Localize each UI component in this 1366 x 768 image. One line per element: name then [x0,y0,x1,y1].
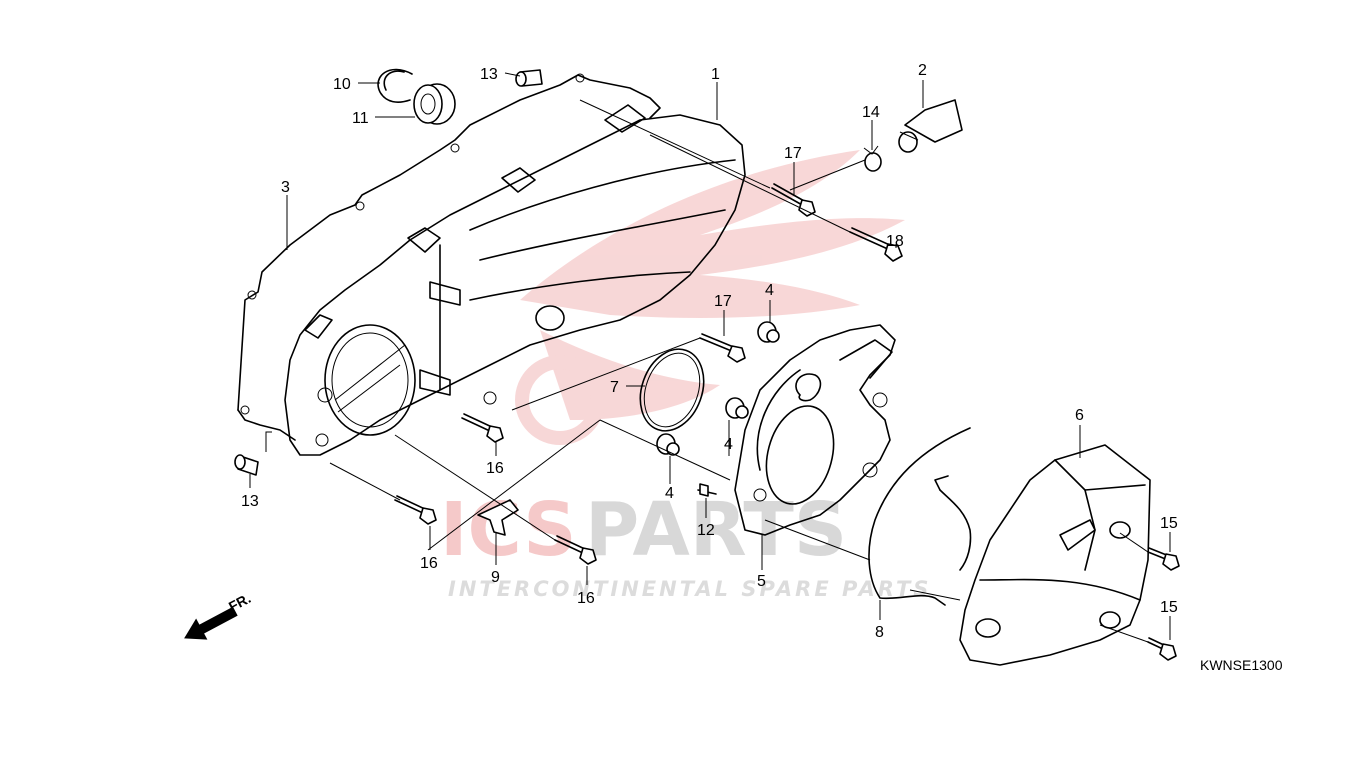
watermark-brand-left: ICS [440,487,577,573]
part-bolt-15-lower [1147,637,1177,661]
callout-17-top: 17 [784,145,802,162]
callout-15-lower: 15 [1160,599,1178,616]
watermark-brand-right: PARTS [585,487,847,573]
part-bolt-16-left [394,495,437,525]
callout-5: 5 [757,573,766,590]
callout-11: 11 [352,110,369,127]
callout-13-bottom: 13 [241,493,259,510]
part-bearing [413,83,456,125]
part-o-ring [639,348,705,432]
leader-lines [249,72,1171,643]
part-dowel-pin-bottom [234,454,259,476]
part-outer-air-cover [959,444,1151,666]
callout-2: 2 [918,62,927,79]
callout-16-left: 16 [420,555,438,572]
callout-15-upper: 15 [1160,515,1178,532]
part-circlip [377,68,413,103]
watermark-tagline: INTERCONTINENTAL SPARE PARTS [448,577,931,601]
callout-6: 6 [1075,407,1084,424]
watermark-wing-logo [515,150,905,445]
part-bolt-16-bottom [554,535,597,565]
callout-13-top: 13 [480,66,498,83]
callout-10: 10 [333,76,351,93]
callout-8: 8 [875,624,884,641]
part-tube-clip [863,145,882,172]
callout-12: 12 [697,522,715,539]
callout-14: 14 [862,104,880,121]
diagram-code: KWNSE1300 [1200,657,1283,673]
part-inner-cover [734,324,896,536]
callout-7: 7 [610,379,619,396]
callout-18: 18 [886,233,904,250]
callout-4-b: 4 [724,436,733,453]
part-gasket [237,73,661,441]
part-bolt-17-top [771,183,816,217]
callout-labels: 1 2 3 4 4 4 5 6 7 8 9 10 11 12 13 13 14 … [241,62,1178,641]
part-collar-a [757,321,780,343]
callout-1: 1 [711,66,720,83]
callout-4-a: 4 [765,282,774,299]
callout-9: 9 [491,569,500,586]
callout-4-c: 4 [665,485,674,502]
part-left-crankcase-cover [284,104,746,456]
part-dowel-pin-top [515,69,543,87]
part-breather-tube [898,99,963,153]
part-collar-b [725,397,749,419]
callout-16-upper: 16 [486,460,504,477]
part-bolt-15-upper [1147,547,1180,571]
front-direction-indicator: FR. [184,590,253,640]
part-bolt-18 [849,227,903,262]
part-bolt-16-upper [461,413,504,443]
part-screw [697,483,717,497]
arrow-left-icon [184,606,238,640]
part-seal-wire [868,427,972,606]
part-bolt-17-mid [699,333,746,363]
callout-16-bottom: 16 [577,590,595,607]
callout-17-mid: 17 [714,293,732,310]
callout-3: 3 [281,179,290,196]
